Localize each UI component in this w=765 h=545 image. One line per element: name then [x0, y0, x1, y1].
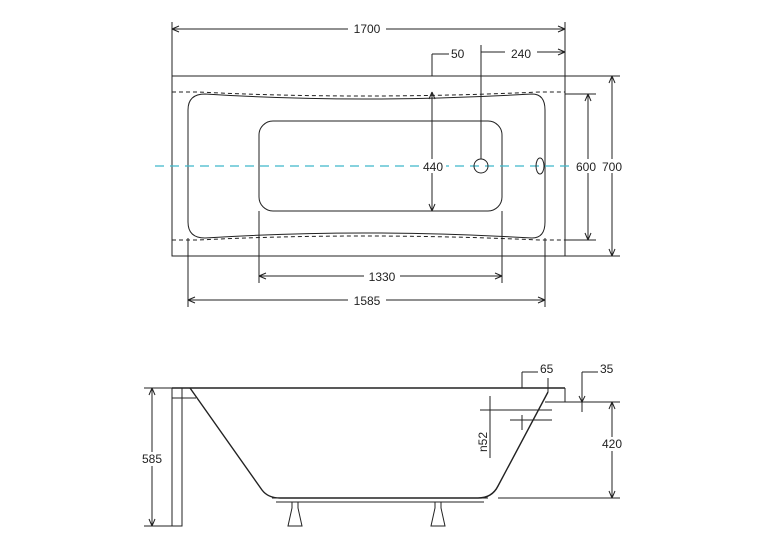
- dim-240-label-bg: [505, 45, 537, 59]
- side-apron-panel: [171, 387, 183, 527]
- dim-440-label: 440: [423, 160, 443, 174]
- dim-1700-label: 1700: [354, 22, 381, 36]
- dim-585-arrow-top: [148, 387, 156, 396]
- dim-35-label: 35: [600, 362, 614, 376]
- dim-1585-arrow-left: [187, 296, 196, 304]
- dim-600-label: 600: [576, 160, 596, 174]
- dim-700-label-bg: [599, 159, 625, 173]
- dim-n52-label: n52: [476, 432, 490, 452]
- dim-1700-label-bg: [348, 20, 386, 36]
- dim-585-label: 585: [142, 452, 162, 466]
- dim-1330-label: 1330: [369, 270, 396, 284]
- dim-35-arrow: [578, 395, 586, 403]
- tub-bowl-outline: [187, 93, 546, 239]
- dim-1330-label-bg: [364, 268, 400, 283]
- dim-440-label-bg: [420, 159, 446, 173]
- side-bowl-body: [189, 387, 549, 499]
- dim-585-arrow-bottom: [148, 518, 156, 527]
- dim-1330-arrow-right: [494, 272, 503, 280]
- side-view: 65 35 n52 420 585: [138, 362, 625, 527]
- dim-420-label: 420: [602, 437, 622, 451]
- dim-1585-arrow-right: [537, 296, 546, 304]
- rim-dashed-top: [172, 91, 565, 97]
- dim-600-label-bg: [575, 159, 599, 173]
- dim-700-arrow-bottom: [608, 248, 616, 257]
- top-view: 1700 50 240 440 600 700: [155, 20, 625, 308]
- dim-420-arrow-top: [608, 401, 616, 410]
- dim-240-label: 240: [511, 47, 531, 61]
- side-foot-right: [430, 502, 446, 527]
- dim-700-arrow-top: [608, 75, 616, 84]
- dim-65-label: 65: [540, 362, 554, 376]
- overflow-ellipse: [535, 157, 545, 175]
- dim-420-arrow-bottom: [608, 490, 616, 499]
- dim-440-arrow-top: [428, 91, 436, 100]
- dim-600-arrow-top: [584, 93, 592, 102]
- rim-dashed-bottom: [172, 235, 565, 241]
- dim-700-label: 700: [602, 160, 622, 174]
- dim-1585-label-bg: [348, 292, 386, 307]
- dim-585-label-bg: [138, 452, 166, 466]
- dim-240-arrow: [557, 48, 566, 56]
- dim-600-arrow-bottom: [584, 232, 592, 241]
- dim-1330-arrow-left: [258, 272, 267, 280]
- dim-440-arrow-bottom: [428, 203, 436, 212]
- dim-420-label-bg: [599, 437, 625, 451]
- dim-1700-arrow-right: [557, 25, 566, 33]
- side-foot-left: [287, 502, 303, 527]
- dim-1585-label: 1585: [354, 294, 381, 308]
- dim-1700-arrow-left: [171, 25, 180, 33]
- dim-50-label: 50: [451, 47, 465, 61]
